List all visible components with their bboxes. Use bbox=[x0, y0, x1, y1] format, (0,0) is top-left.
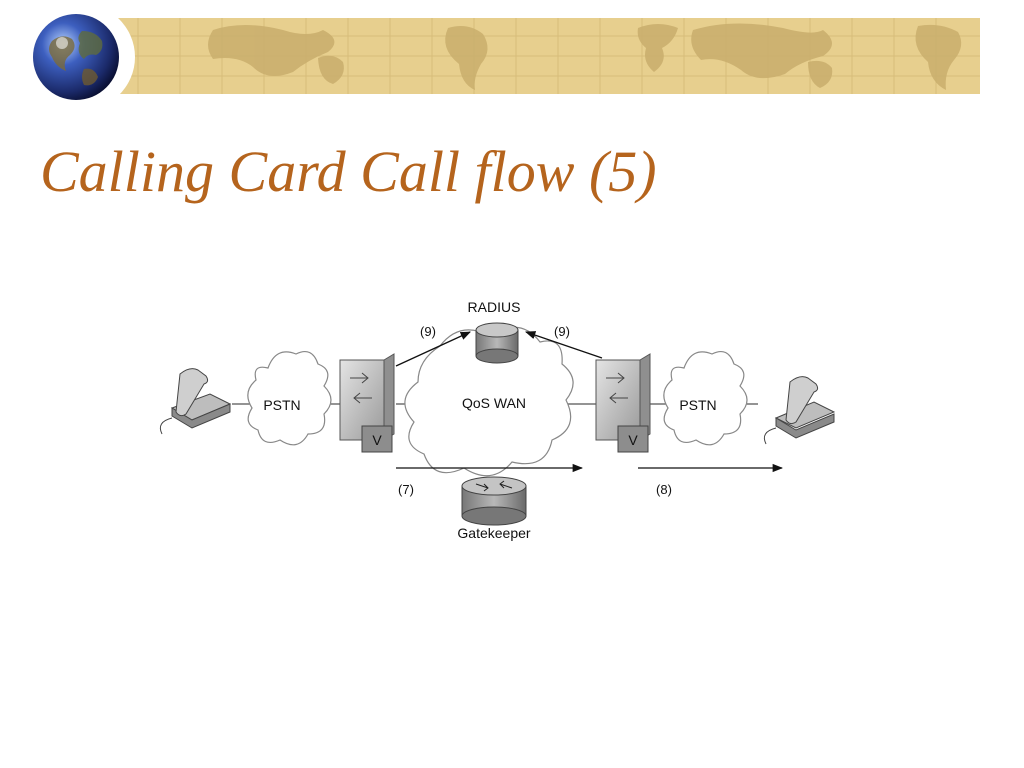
pstn-cloud-left: PSTN bbox=[247, 351, 332, 446]
pstn-right-label: PSTN bbox=[679, 397, 716, 413]
gatekeeper-router-icon: Gatekeeper bbox=[457, 476, 531, 541]
voice-gateway-right-icon: V bbox=[595, 353, 651, 453]
gateway-left-badge: V bbox=[372, 432, 382, 448]
world-map-pattern bbox=[118, 18, 980, 94]
qos-wan-label: QoS WAN bbox=[462, 395, 526, 411]
radius-server-icon: RADIUS bbox=[468, 299, 521, 364]
globe-icon bbox=[33, 14, 119, 100]
gateway-right-badge: V bbox=[628, 432, 638, 448]
step-9-left-label: (9) bbox=[420, 324, 436, 339]
header-banner bbox=[118, 18, 980, 94]
radius-label: RADIUS bbox=[468, 299, 521, 315]
left-telephone-icon bbox=[159, 368, 232, 435]
right-telephone-icon bbox=[763, 376, 836, 445]
qos-wan-cloud: QoS WAN bbox=[404, 326, 574, 477]
call-flow-diagram: PSTN QoS WAN PSTN RADIUS V V bbox=[159, 299, 836, 541]
gatekeeper-label: Gatekeeper bbox=[457, 525, 530, 541]
pstn-left-label: PSTN bbox=[263, 397, 300, 413]
slide-title: Calling Card Call flow (5) bbox=[40, 139, 657, 204]
pstn-cloud-right: PSTN bbox=[663, 351, 748, 446]
step-7-label: (7) bbox=[398, 482, 414, 497]
step-9-right-arrow bbox=[525, 331, 603, 359]
voice-gateway-left-icon: V bbox=[339, 353, 395, 453]
step-8-label: (8) bbox=[656, 482, 672, 497]
step-9-right-label: (9) bbox=[554, 324, 570, 339]
step-9-left-arrow bbox=[395, 331, 471, 367]
flow-arrows bbox=[395, 331, 784, 473]
